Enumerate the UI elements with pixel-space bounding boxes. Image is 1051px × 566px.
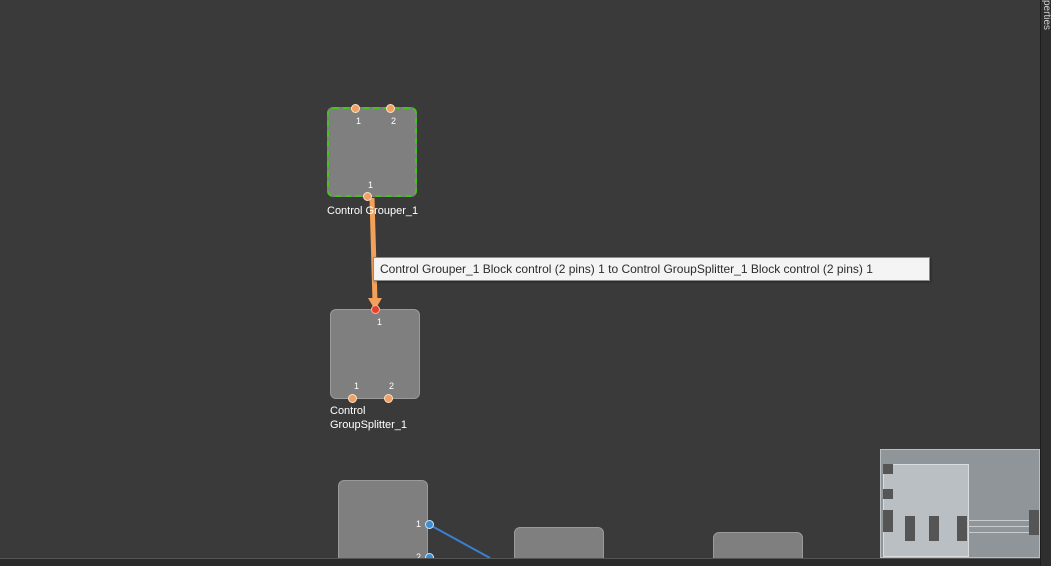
- splitter-block-label-line1: Control: [330, 405, 366, 417]
- lower-block-right[interactable]: [713, 532, 803, 558]
- grouper-output-pin-1-label: 1: [368, 180, 374, 190]
- splitter-input-pin-1[interactable]: [371, 305, 380, 314]
- minimap-block: [1029, 510, 1039, 535]
- minimap-wire: [967, 532, 1029, 533]
- lower-block-output-pin-1[interactable]: [425, 520, 434, 529]
- splitter-input-pin-1-label: 1: [377, 317, 383, 327]
- splitter-block-label-line2: GroupSplitter_1: [330, 419, 408, 431]
- wire-arrowhead: [368, 298, 382, 310]
- properties-side-panel[interactable]: perties: [1040, 0, 1051, 566]
- minimap-wire: [967, 520, 1029, 521]
- minimap-block: [957, 516, 967, 541]
- minimap-block: [883, 489, 893, 499]
- grouper-input-pin-2-label: 2: [391, 116, 397, 126]
- minimap-block: [883, 464, 893, 474]
- grouper-input-pin-2[interactable]: [386, 104, 395, 113]
- grouper-input-pin-1-label: 1: [356, 116, 362, 126]
- lower-block-middle[interactable]: [514, 527, 604, 558]
- minimap-block: [929, 516, 939, 541]
- minimap-block: [905, 516, 915, 541]
- grouper-block-label: Control Grouper_1: [327, 205, 419, 217]
- control-grouper-block[interactable]: [327, 107, 417, 197]
- minimap-wire: [967, 526, 1029, 527]
- lower-block-left[interactable]: [338, 480, 428, 558]
- selected-connection-wire[interactable]: [369, 197, 378, 303]
- wires-layer: [368, 197, 491, 558]
- splitter-output-pin-1[interactable]: [348, 394, 357, 403]
- properties-panel-tab[interactable]: perties: [1041, 0, 1051, 31]
- splitter-output-pin-1-label: 1: [354, 381, 360, 391]
- overview-minimap[interactable]: [880, 449, 1040, 558]
- splitter-output-pin-2-label: 2: [389, 381, 395, 391]
- control-groupsplitter-block[interactable]: [330, 309, 420, 399]
- lower-block-output-pin-2[interactable]: [425, 553, 434, 558]
- grouper-output-pin-1[interactable]: [363, 192, 372, 201]
- minimap-block: [883, 510, 893, 532]
- splitter-output-pin-2[interactable]: [384, 394, 393, 403]
- minimap-viewport[interactable]: [883, 464, 969, 557]
- grouper-input-pin-1[interactable]: [351, 104, 360, 113]
- lower-block-pin-1-label: 1: [416, 519, 422, 529]
- diagram-canvas[interactable]: 1 2 1 Control Grouper_1 1 1 2 Control Gr…: [0, 0, 1040, 558]
- connection-tooltip: Control Grouper_1 Block control (2 pins)…: [373, 257, 930, 281]
- lower-block-pin-2-label: 2: [416, 552, 422, 558]
- blue-connection-wire[interactable]: [429, 524, 491, 558]
- horizontal-scrollbar[interactable]: [0, 558, 1040, 566]
